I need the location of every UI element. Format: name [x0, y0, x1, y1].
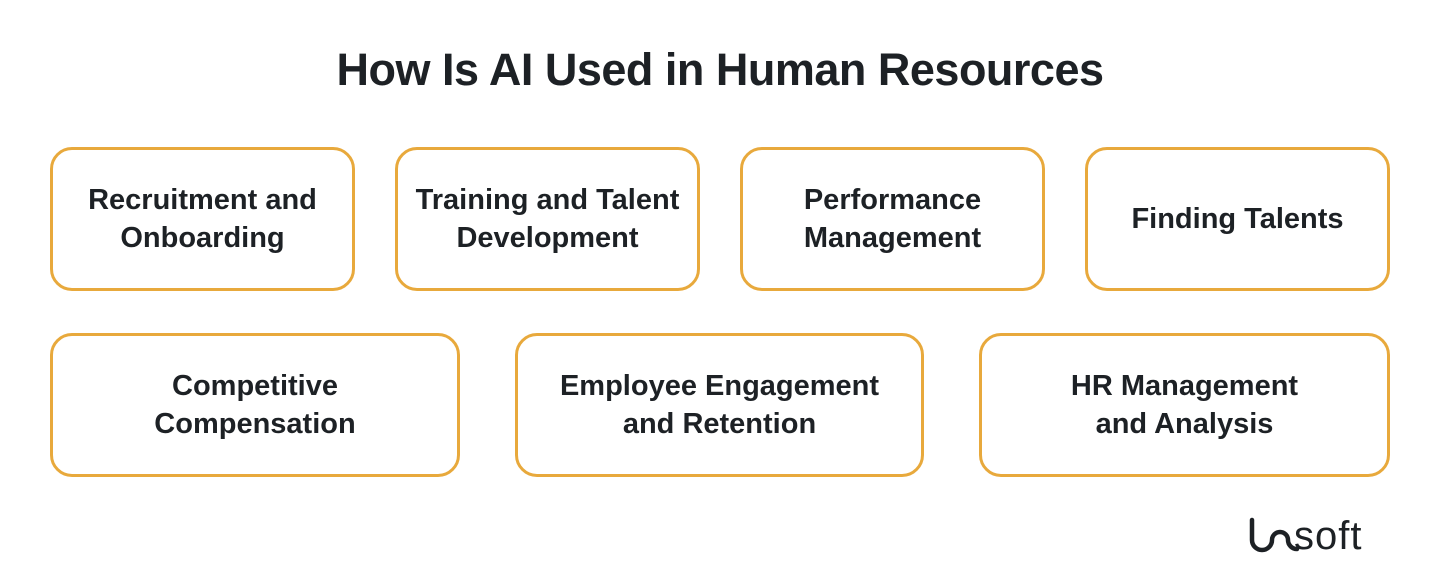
card-label: Competitive Compensation	[154, 370, 356, 440]
card-label: Employee Engagement and Retention	[559, 370, 880, 440]
card-employee-engagement-retention: Employee Engagement and Retention	[515, 333, 924, 477]
card-training-talent-development: Training and Talent Development	[395, 147, 700, 291]
page-title: How Is AI Used in Human Resources	[336, 44, 1104, 95]
card-label: Performance Management	[803, 184, 982, 254]
card-label: Finding Talents	[1131, 203, 1344, 235]
uasoft-logo: soft	[1248, 514, 1390, 565]
card-finding-talents: Finding Talents	[1085, 147, 1390, 291]
svg-text:soft: soft	[1294, 516, 1362, 556]
card-hr-management-analysis: HR Management and Analysis	[979, 333, 1390, 477]
uasoft-logo-icon: soft	[1249, 514, 1362, 558]
card-label: HR Management and Analysis	[1070, 370, 1299, 440]
card-recruitment-onboarding: Recruitment and Onboarding	[50, 147, 355, 291]
card-competitive-compensation: Competitive Compensation	[50, 333, 460, 477]
card-label: Recruitment and Onboarding	[88, 184, 317, 254]
card-performance-management: Performance Management	[740, 147, 1045, 291]
card-label: Training and Talent Development	[415, 184, 680, 254]
